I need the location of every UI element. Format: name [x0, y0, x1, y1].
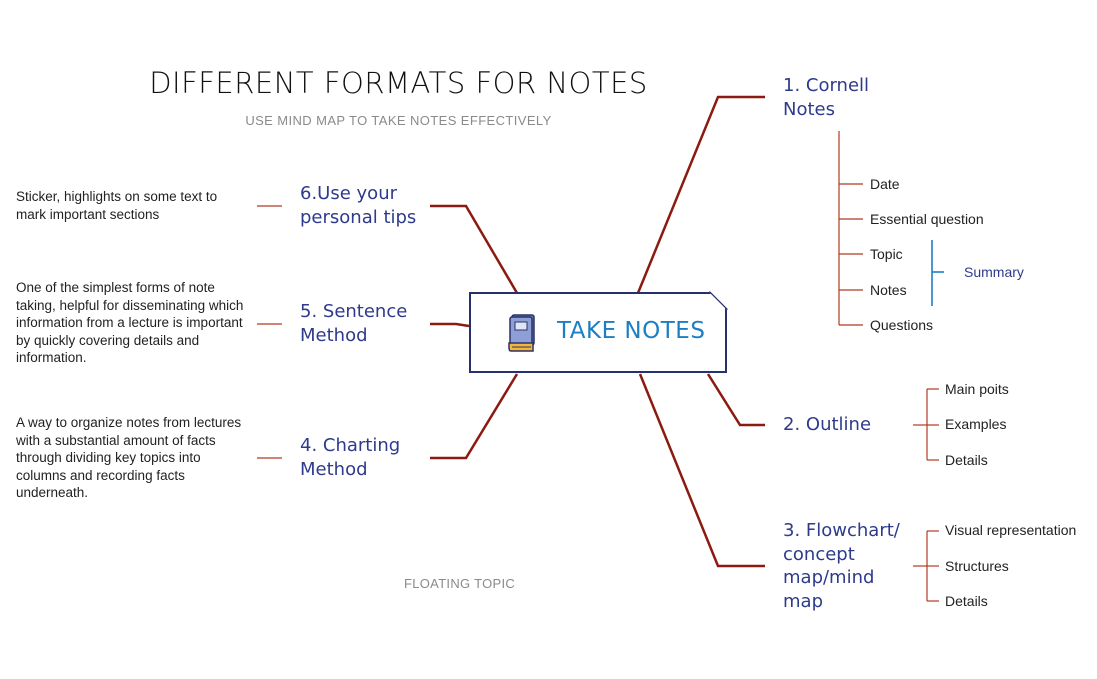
flowchart-item-visual-representation[interactable]: Visual representation	[945, 522, 1077, 538]
branch-flowchart-label[interactable]: 3. Flowchart/ concept map/mind map	[783, 520, 900, 612]
note-connectors	[257, 205, 282, 459]
cornell-subtree-lines	[838, 131, 863, 326]
cornell-item-essential-question[interactable]: Essential question	[870, 211, 984, 227]
tips-note[interactable]: Sticker, highlights on some text to mark…	[16, 189, 218, 222]
sentence-note[interactable]: One of the simplest forms of note taking…	[16, 280, 244, 366]
central-topic-label[interactable]: TAKE NOTES	[557, 318, 706, 344]
page-title: DIFFERENT FORMATS FOR NOTES	[149, 66, 648, 100]
outline-subtree-lines	[913, 388, 939, 461]
branch-line-flowchart	[638, 373, 765, 568]
branch-tips-label[interactable]: 6.Use your personal tips	[300, 183, 417, 228]
cornell-item-topic[interactable]: Topic	[870, 246, 903, 262]
cornell-item-notes[interactable]: Notes	[870, 282, 907, 298]
cornell-summary-label[interactable]: Summary	[964, 264, 1024, 280]
branch-line-cornell	[636, 95, 765, 294]
summary-bracket	[931, 240, 944, 306]
charting-note[interactable]: A way to organize notes from lectures wi…	[16, 415, 242, 501]
flowchart-subtree-lines	[913, 530, 939, 602]
outline-item-main-points[interactable]: Main poits	[945, 381, 1009, 397]
outline-item-examples[interactable]: Examples	[945, 416, 1007, 432]
cornell-item-questions[interactable]: Questions	[870, 317, 934, 333]
outline-item-details[interactable]: Details	[945, 452, 988, 468]
branch-line-sentence	[430, 322, 470, 328]
branch-line-charting	[430, 373, 519, 460]
branch-cornell-label[interactable]: 1. Cornell Notes	[783, 75, 870, 120]
branch-line-tips	[430, 204, 519, 294]
floating-topic[interactable]: FLOATING TOPIC	[404, 576, 516, 591]
branch-line-outline	[706, 373, 765, 427]
branch-sentence-label[interactable]: 5. Sentence Method	[300, 301, 408, 346]
branch-charting-label[interactable]: 4. Charting Method	[300, 435, 401, 480]
cornell-item-date[interactable]: Date	[870, 176, 900, 192]
flowchart-item-details[interactable]: Details	[945, 593, 988, 609]
flowchart-item-structures[interactable]: Structures	[945, 558, 1009, 574]
book-icon	[508, 314, 535, 352]
branch-outline-label[interactable]: 2. Outline	[783, 414, 872, 435]
page-subtitle: USE MIND MAP TO TAKE NOTES EFFECTIVELY	[245, 113, 552, 128]
